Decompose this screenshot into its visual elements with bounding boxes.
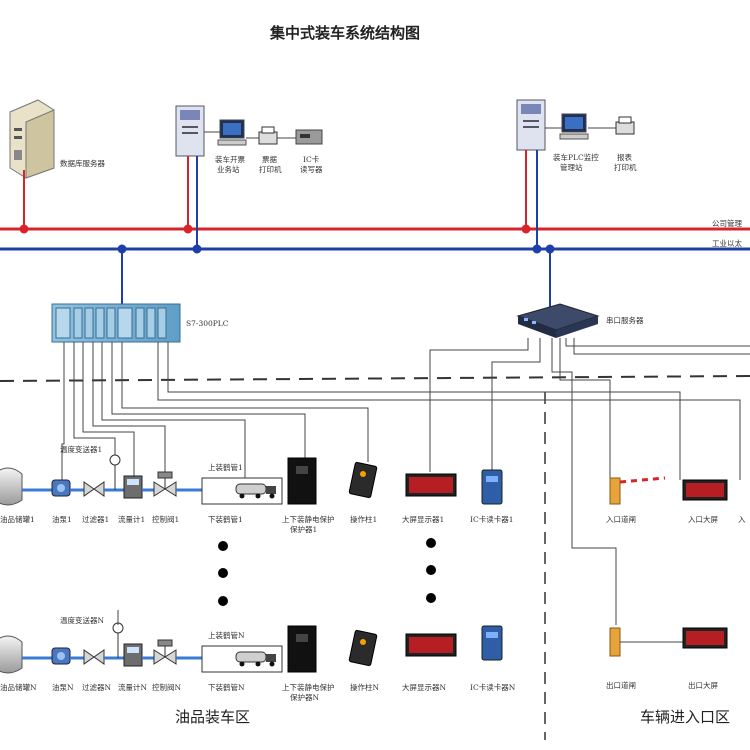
pump-label: 油泵N	[52, 682, 74, 692]
valve-label: 控制阀N	[152, 682, 181, 692]
server-tower-icon	[516, 99, 546, 151]
db-server-label: 数据库服务器	[60, 158, 105, 168]
ic1-label-b: 读写器	[300, 164, 323, 174]
display-screen-icon	[405, 633, 457, 657]
tank-icon	[0, 467, 23, 506]
entry-zone-label: 车辆进入口区	[640, 708, 730, 726]
pump-icon	[51, 479, 71, 497]
card-reader-icon	[295, 129, 323, 145]
entry-cut-label: 入	[738, 515, 746, 524]
valve-label: 控制阀1	[152, 514, 179, 524]
loading-row-1	[0, 454, 503, 506]
temp-label: 温度变送器N	[60, 615, 104, 625]
zone-divider-horizontal	[0, 375, 750, 382]
printer-icon	[615, 116, 635, 135]
display-label: 大屏显示器1	[402, 514, 444, 524]
print2-label-a: 报表	[617, 152, 632, 162]
static-label-a: 上下装静电保护	[282, 682, 335, 692]
static-label-a: 上下装静电保护	[282, 514, 335, 524]
bus-junction	[117, 244, 127, 254]
database-server-icon	[9, 99, 55, 179]
filter-label: 过滤器1	[82, 514, 109, 524]
filter-icon	[83, 649, 105, 665]
ws1-label-b: 业务站	[217, 164, 240, 174]
static-label-b: 保护器1	[290, 524, 317, 534]
flow-meter-icon	[123, 643, 143, 667]
print1-label-a: 票据	[262, 155, 277, 164]
crane-top-label: 上装鹤管1	[208, 462, 243, 472]
static-protector-icon	[287, 457, 317, 505]
display-screen-icon	[405, 473, 457, 497]
server-tower-icon	[175, 105, 205, 157]
loading-row-n	[0, 622, 503, 674]
exit-barrier-icon	[609, 627, 621, 657]
entry-barrier-icon	[609, 476, 666, 505]
red-bus-label: 公司管理	[712, 218, 742, 228]
monitor-icon	[559, 113, 589, 140]
diagram-title: 集中式装车系统结构图	[269, 24, 420, 42]
repeat-ellipsis	[218, 538, 436, 606]
print1-label-b: 打印机	[259, 164, 282, 174]
monitor-icon	[217, 119, 247, 146]
bus-junction	[521, 224, 531, 234]
static-label-b: 保护器N	[290, 692, 319, 702]
static-protector-icon	[287, 625, 317, 673]
temperature-transmitter-icon	[109, 454, 121, 490]
exit-gate-label: 出口道闸	[606, 680, 636, 690]
exit-screen-icon	[682, 627, 728, 649]
ic-card-reader-icon	[481, 625, 503, 661]
crane-top-label: 上装鹤管N	[208, 630, 245, 640]
entry-screen-label: 入口大屏	[688, 514, 718, 524]
serial-server-icon	[516, 303, 600, 338]
operator-label: 操作柱N	[350, 682, 379, 692]
pump-icon	[51, 647, 71, 665]
operator-label: 操作柱1	[350, 514, 377, 524]
control-valve-icon	[153, 471, 177, 497]
serial-server-label: 串口服务器	[606, 315, 644, 325]
filter-icon	[83, 481, 105, 497]
ic1-label-a: IC卡	[303, 154, 320, 164]
display-label: 大屏显示器N	[402, 682, 446, 692]
crane-bottom-label: 下装鹤管1	[208, 514, 243, 524]
bus-junction	[183, 224, 193, 234]
plc-rack-icon	[51, 303, 181, 343]
filter-label: 过滤器N	[82, 682, 111, 692]
operator-column-icon	[348, 461, 378, 499]
tank-label: 油品储罐N	[0, 682, 37, 692]
crane-bottom-label: 下装鹤管N	[208, 682, 245, 692]
meter-label: 流量计N	[118, 682, 147, 692]
ws2-label-a: 装车PLC监控	[553, 152, 599, 162]
bus-junction	[192, 244, 202, 254]
blue-bus-label: 工业以太	[712, 238, 742, 248]
ws2-label-b: 管理站	[560, 162, 583, 172]
entry-screen-icon	[682, 479, 728, 501]
ws1-label-a: 装车开票	[215, 154, 245, 164]
operator-column-icon	[348, 629, 378, 667]
ic-reader-label: IC卡读卡器1	[470, 514, 513, 524]
tank-icon	[0, 635, 23, 674]
flow-meter-icon	[123, 475, 143, 499]
tanker-truck-icon	[235, 651, 276, 667]
printer-icon	[258, 126, 278, 145]
print2-label-b: 打印机	[614, 162, 637, 172]
plc-label: S7-300PLC	[186, 319, 229, 328]
meter-label: 流量计1	[118, 514, 145, 524]
temp-label: 温度变送器1	[60, 444, 102, 454]
ic-reader-label: IC卡读卡器N	[470, 682, 516, 692]
temperature-transmitter-icon	[112, 622, 124, 658]
tank-label: 油品储罐1	[0, 514, 35, 524]
bus-junction	[19, 224, 29, 234]
control-valve-icon	[153, 639, 177, 665]
entry-gate-label: 入口道闸	[606, 514, 636, 524]
tanker-truck-icon	[235, 483, 276, 499]
ic-card-reader-icon	[481, 469, 503, 505]
bus-junction	[532, 244, 542, 254]
loading-zone-label: 油品装车区	[175, 708, 250, 726]
pump-label: 油泵1	[52, 514, 72, 524]
bus-junction	[545, 244, 555, 254]
exit-screen-label: 出口大屏	[688, 680, 718, 690]
